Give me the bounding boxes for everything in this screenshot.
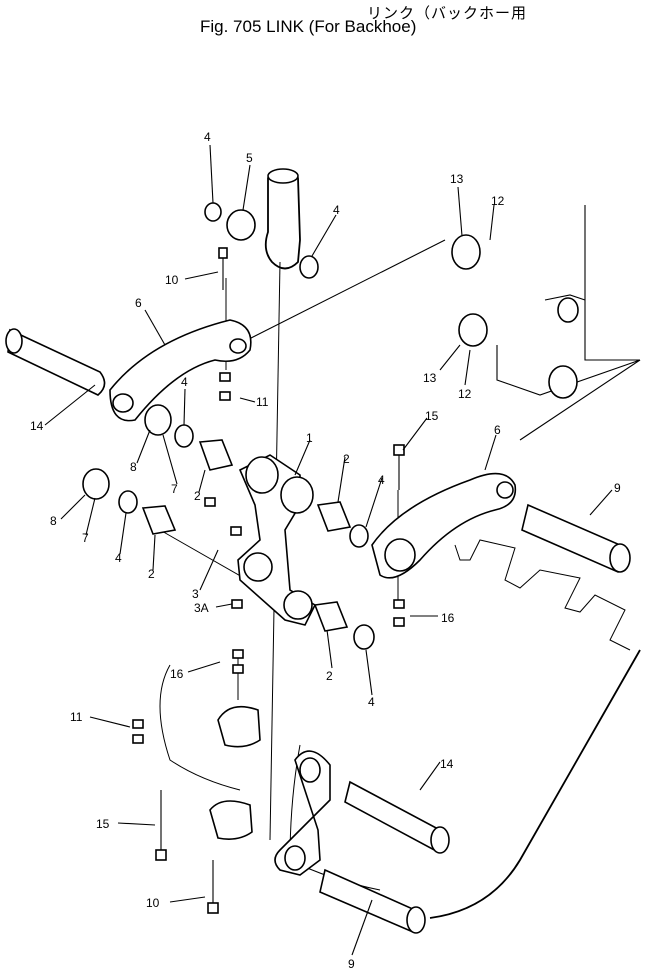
leader-lines xyxy=(44,144,613,956)
callout-14: 14 xyxy=(440,757,454,771)
callout-15: 15 xyxy=(425,409,439,423)
callout-3: 3 xyxy=(192,587,199,601)
callout-13: 13 xyxy=(450,172,464,186)
callout-9: 9 xyxy=(348,957,355,971)
callout-12: 12 xyxy=(491,194,505,208)
callout-2: 2 xyxy=(194,489,201,503)
bolts-and-nuts[interactable] xyxy=(132,247,405,914)
callout-8: 8 xyxy=(130,460,137,474)
callout-6: 6 xyxy=(135,296,142,310)
callout-4: 4 xyxy=(368,695,375,709)
callout-16: 16 xyxy=(441,611,455,625)
pin-part-14-upper[interactable] xyxy=(5,328,106,396)
pin-part-9-upper[interactable] xyxy=(521,503,631,573)
callout-4: 4 xyxy=(378,473,385,487)
callout-4: 4 xyxy=(181,375,188,389)
figure-title-japanese: リンク（バックホー用 xyxy=(367,5,528,22)
callout-labels: 4 5 4 13 12 10 6 11 13 12 14 4 8 7 2 1 2… xyxy=(30,130,621,971)
washers-and-seals[interactable] xyxy=(82,202,579,650)
callout-4: 4 xyxy=(204,130,211,144)
callout-2: 2 xyxy=(343,452,350,466)
callout-3a: 3A xyxy=(194,601,209,615)
callout-14: 14 xyxy=(30,419,44,433)
boom-outline xyxy=(246,168,641,441)
callout-10: 10 xyxy=(165,273,179,287)
callout-11: 11 xyxy=(256,395,269,409)
h-link-part-1[interactable] xyxy=(237,454,317,626)
callout-4: 4 xyxy=(333,203,340,217)
callout-16: 16 xyxy=(170,667,184,681)
callout-13: 13 xyxy=(423,371,437,385)
callout-6: 6 xyxy=(494,423,501,437)
callout-12: 12 xyxy=(458,387,472,401)
callout-8: 8 xyxy=(50,514,57,528)
pin-part-9-lower[interactable] xyxy=(319,868,426,934)
callout-9: 9 xyxy=(614,481,621,495)
callout-4: 4 xyxy=(115,551,122,565)
callout-7: 7 xyxy=(82,531,89,545)
bushing-part-2[interactable] xyxy=(141,439,352,632)
callout-1: 1 xyxy=(306,431,313,445)
callout-10: 10 xyxy=(146,896,160,910)
callout-15: 15 xyxy=(96,817,110,831)
callout-7: 7 xyxy=(171,482,178,496)
pin-part-14-lower[interactable] xyxy=(344,780,450,854)
callout-5: 5 xyxy=(246,151,253,165)
figure-title: Fig. 705 LINK (For Backhoe) xyxy=(200,17,417,36)
upper-link-part-6[interactable] xyxy=(109,319,252,422)
callout-11: 11 xyxy=(70,710,83,724)
lower-brackets[interactable] xyxy=(209,705,331,876)
callout-2: 2 xyxy=(148,567,155,581)
lower-link-part-6[interactable] xyxy=(371,472,517,579)
callout-2: 2 xyxy=(326,669,333,683)
